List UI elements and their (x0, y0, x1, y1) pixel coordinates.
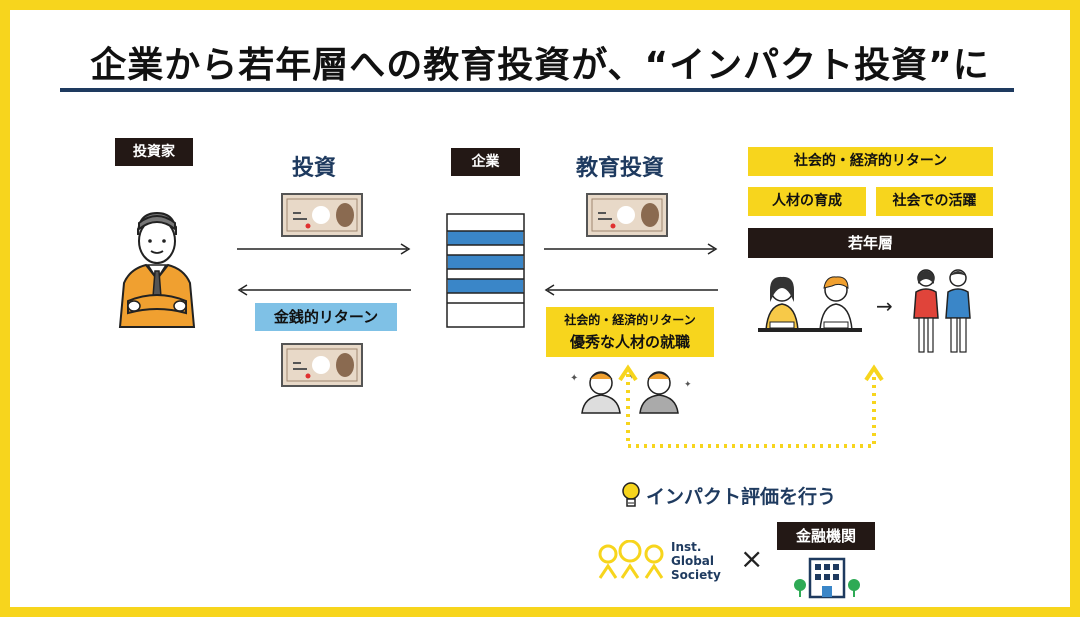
students-icon (758, 276, 862, 332)
logo-line2: Global (671, 554, 715, 568)
global-society-logo-icon (598, 540, 664, 579)
office-building-icon (794, 557, 860, 599)
arrow-right-icon-education (544, 243, 718, 255)
impact-evaluation-label: インパクト評価を行う (646, 486, 837, 508)
lightbulb-icon (622, 482, 640, 507)
banknote-icon-investment (281, 193, 363, 237)
employment-return-line2: 優秀な人材の就職 (569, 333, 690, 351)
investor-person-icon (118, 211, 196, 328)
company-tag: 企業 (451, 148, 520, 176)
cross-symbol: × (740, 542, 764, 575)
financial-institution-tag: 金融機関 (777, 522, 875, 550)
growth-arrow-icon: → (876, 294, 893, 318)
arrow-left-icon-employment (544, 284, 718, 296)
education-investment-label: 教育投資 (576, 156, 665, 181)
investor-tag: 投資家 (115, 138, 193, 166)
society-activity-box: 社会での活躍 (876, 187, 993, 216)
svg-text:✦: ✦ (570, 373, 578, 384)
logo-text: Inst. Global Society (671, 540, 721, 582)
workers-icon (913, 269, 971, 353)
youth-tag: 若年層 (748, 228, 993, 258)
employment-return-line1: 社会的・経済的リターン (564, 313, 696, 327)
building-stack-icon (446, 213, 525, 328)
svg-text:✦: ✦ (684, 380, 692, 390)
graduates-icon: ✦ ✦ ✦ (570, 371, 692, 414)
impact-evaluation-connector (618, 364, 884, 448)
employment-return-box: 社会的・経済的リターン 優秀な人材の就職 (546, 307, 714, 357)
title-underline (60, 88, 1014, 92)
banknote-icon-education (586, 193, 668, 237)
social-return-box: 社会的・経済的リターン (748, 147, 993, 176)
logo-line3: Society (671, 568, 721, 582)
investment-label: 投資 (292, 156, 337, 181)
arrow-left-icon-return (237, 284, 411, 296)
arrow-right-icon-investment (237, 243, 411, 255)
logo-line1: Inst. (671, 540, 702, 554)
talent-growth-box: 人材の育成 (748, 187, 866, 216)
monetary-return-label: 金銭的リターン (255, 303, 397, 331)
page-title: 企業から若年層への教育投資が、“インパクト投資”に (90, 45, 990, 86)
banknote-icon-return (281, 343, 363, 387)
